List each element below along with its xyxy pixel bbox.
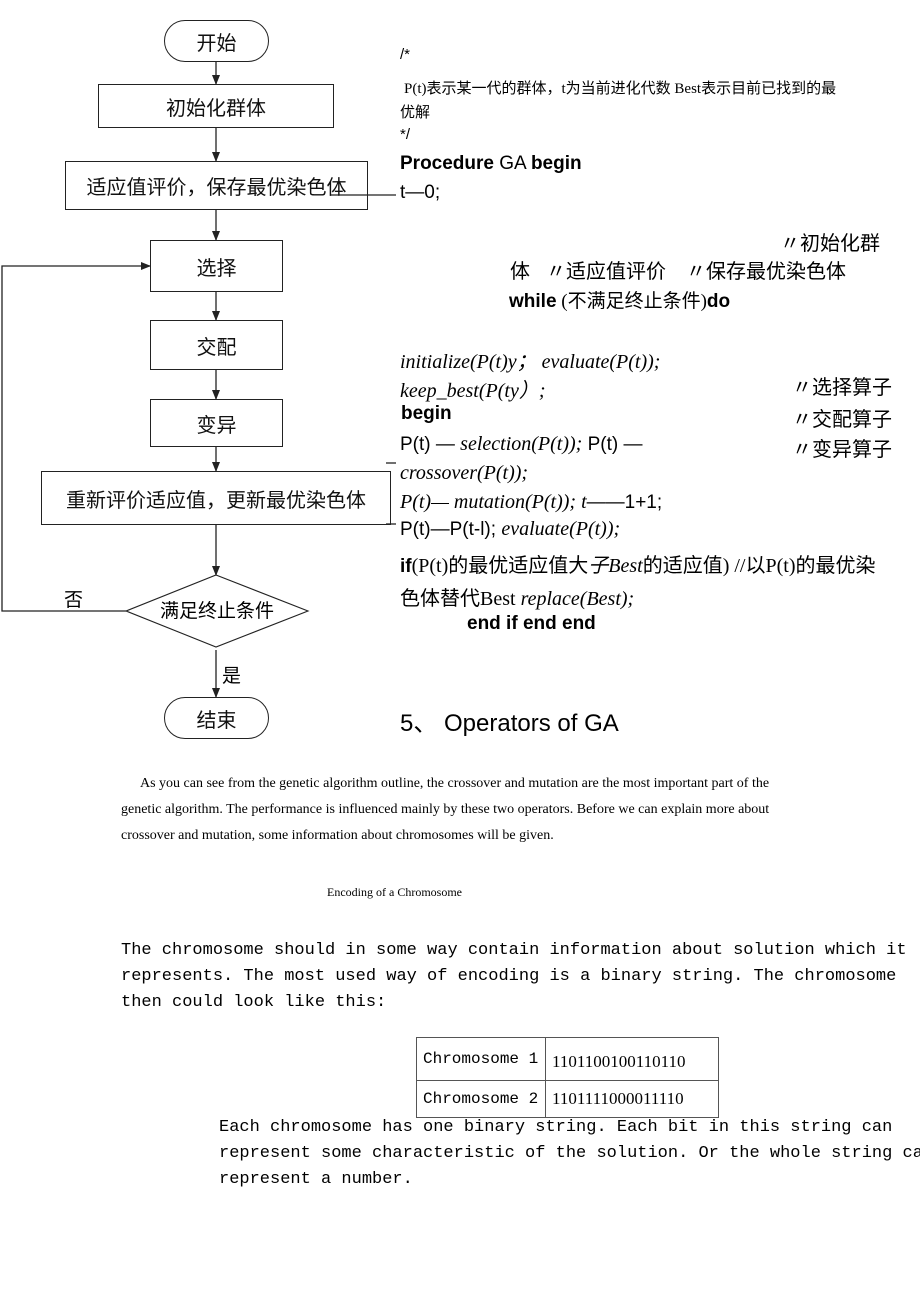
while-cond: (不满足终止条件) [556, 291, 707, 312]
pt-b: evaluate(P(t)); [501, 518, 621, 540]
comment-init-a: 〃初始化群 [780, 233, 880, 255]
comment-line-1: P(t)表示某一代的群体，t为当前进化代数 Best表示目前已找到的最 [404, 81, 837, 97]
proc-name: GA [493, 153, 531, 174]
flow-init: 初始化群体 [98, 84, 334, 128]
if-a: (P(t)的最优适应值大 [411, 555, 589, 577]
mutation-line: P(t)— mutation(P(t)); t——1+1; [400, 491, 662, 514]
section-heading: 5、 Operators of GA [400, 710, 619, 737]
while-line: while (不满足终止条件)do [509, 286, 730, 313]
sel-a: P(t) — [400, 434, 461, 455]
chromosome-value: 1101100100110110 [545, 1037, 719, 1081]
mut-a: P(t)— mutation(P(t)); t [400, 491, 587, 513]
para3-line2: represent some characteristic of the sol… [219, 1144, 920, 1163]
para2-line2: represents. The most used way of encodin… [121, 967, 897, 986]
para2-line1: The chromosome should in some way contai… [121, 941, 907, 960]
flow-mutate: 变异 [150, 399, 283, 447]
replace-b: replace(Best); [520, 588, 635, 610]
para1-line1: As you can see from the genetic algorith… [140, 776, 770, 791]
chromosome-label: Chromosome 2 [416, 1080, 546, 1118]
comment-select: 〃选择算子 [792, 377, 892, 399]
t-zero-line: t—0; [400, 182, 441, 203]
if-line: if(P(t)的最优适应值大子Best的适应值) //以P(t)的最优染 [400, 549, 876, 578]
comment-keep: 〃保存最优染色体 [686, 261, 846, 283]
chromosome-label: Chromosome 1 [416, 1037, 546, 1081]
if-c: 的适应值) //以P(t)的最优染 [642, 555, 876, 577]
para3-line1: Each chromosome has one binary string. E… [219, 1118, 893, 1137]
procedure-line: Procedure GA begin [400, 153, 582, 175]
comment-close: */ [400, 126, 411, 143]
sel-b: selection(P(t)); [460, 433, 583, 455]
flow-no-label: 否 [64, 589, 84, 611]
para1-line2: genetic algorithm. The performance is in… [121, 802, 770, 817]
flow-select: 选择 [150, 240, 283, 292]
chromosome-table: Chromosome 1 1101100100110110 Chromosome… [416, 1037, 719, 1118]
sel-c: P(t) — [582, 434, 643, 455]
kw-while: while [509, 291, 557, 312]
endif-line: end if end end [467, 613, 596, 634]
comment-mutate: 〃变异算子 [792, 439, 892, 461]
flow-reeval: 重新评价适应值，更新最优染色体 [41, 471, 391, 525]
kw-begin: begin [530, 153, 582, 174]
flow-crossover: 交配 [150, 320, 283, 370]
comment-open: /* [400, 46, 411, 63]
chromosome-value: 1101111000011110 [545, 1080, 719, 1118]
if-b: 子Best [588, 555, 643, 577]
crossover-line: crossover(P(t)); [400, 462, 529, 484]
begin-line: begin [401, 403, 452, 424]
comment-eval: 〃适应值评价 [546, 261, 666, 283]
pt-line: P(t)—P(t-l); evaluate(P(t)); [400, 518, 620, 541]
para2-line3: then could look like this: [121, 993, 387, 1012]
replace-line: 色体替代Best replace(Best); [400, 582, 634, 611]
table-row: Chromosome 1 1101100100110110 [416, 1037, 719, 1081]
kw-procedure: Procedure [400, 153, 494, 174]
keep-line: keep_best(P(ty）; [400, 380, 546, 402]
replace-a: 色体替代Best [400, 588, 521, 610]
table-row: Chromosome 2 1101111000011110 [416, 1080, 719, 1118]
kw-if: if [400, 556, 412, 577]
flow-start: 开始 [164, 20, 269, 62]
pt-a: P(t)—P(t-l); [400, 519, 502, 540]
para3-line3: represent a number. [219, 1170, 413, 1189]
selection-line: P(t) — selection(P(t)); P(t) — [400, 433, 643, 456]
comment-line-2: 优解 [400, 105, 431, 121]
kw-do: do [706, 291, 731, 312]
comment-init-b: 体 [510, 261, 530, 283]
mut-b: ——1+1; [586, 492, 663, 513]
subheading-encoding: Encoding of a Chromosome [327, 885, 462, 899]
comment-cross: 〃交配算子 [792, 409, 892, 431]
para1-line3: crossover and mutation, some information… [121, 828, 554, 843]
flow-yes-label: 是 [222, 665, 242, 687]
flow-eval: 适应值评价，保存最优染色体 [65, 161, 368, 210]
init-line: initialize(P(t)y； evaluate(P(t)); [400, 351, 661, 373]
flow-decision: 满足终止条件 [159, 600, 274, 622]
flow-end: 结束 [164, 697, 269, 739]
